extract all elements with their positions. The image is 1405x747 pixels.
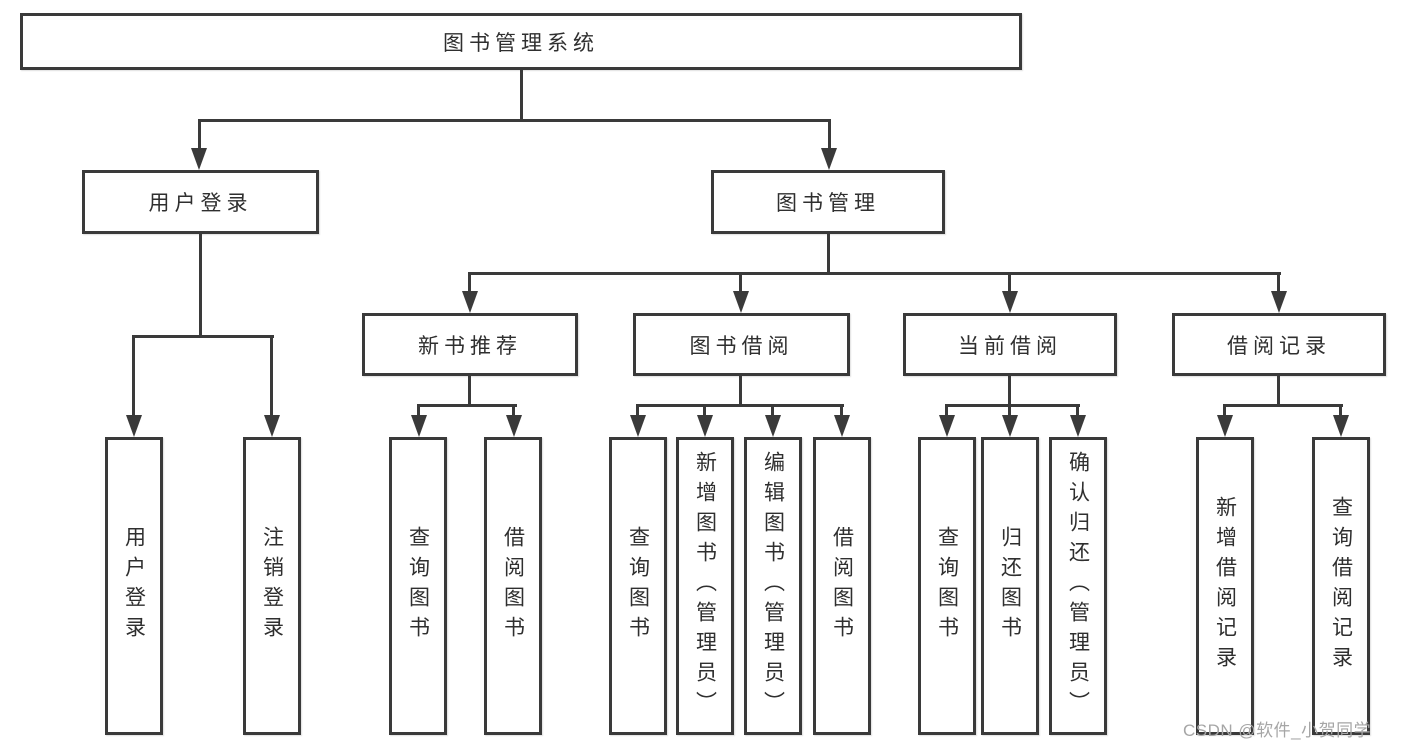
node-new-book-recommend: 新书推荐	[362, 313, 578, 376]
connector-stem	[1277, 376, 1280, 407]
leaf-borrow-books-recommend: 借阅图书	[484, 437, 542, 735]
arrowhead-icon	[1002, 415, 1018, 437]
leaf-query-books-recommend: 查询图书	[389, 437, 447, 735]
connector-branch	[636, 404, 844, 407]
arrowhead-icon	[126, 415, 142, 437]
leaf-add-books-admin: 新增图书（管理员）	[676, 437, 734, 735]
connector-stem	[1223, 404, 1226, 417]
arrowhead-icon	[191, 148, 207, 170]
node-user-login: 用户登录	[82, 170, 319, 234]
arrowhead-icon	[834, 415, 850, 437]
connector-stem	[468, 272, 471, 293]
arrowhead-icon	[765, 415, 781, 437]
connector-stem	[512, 404, 515, 417]
connector-stem	[827, 234, 830, 275]
arrowhead-icon	[697, 415, 713, 437]
leaf-label: 确认归还（管理员）	[1066, 451, 1090, 721]
arrowhead-icon	[411, 415, 427, 437]
leaf-label: 编辑图书（管理员）	[761, 451, 785, 721]
connector-stem	[840, 404, 843, 417]
node-label: 新书推荐	[418, 334, 522, 358]
node-label: 图书管理	[776, 192, 880, 215]
connector-stem	[1008, 376, 1011, 407]
node-label: 借阅记录	[1227, 334, 1331, 358]
connector-branch	[468, 272, 1281, 275]
connector-stem	[270, 335, 273, 417]
connector-branch	[132, 335, 274, 338]
connector-stem	[1008, 404, 1011, 417]
leaf-confirm-return-admin: 确认归还（管理员）	[1049, 437, 1107, 735]
node-book-borrowing: 图书借阅	[633, 313, 850, 376]
connector-stem	[198, 119, 201, 150]
arrowhead-icon	[939, 415, 955, 437]
leaf-label: 查询图书	[935, 526, 959, 646]
leaf-return-books: 归还图书	[981, 437, 1039, 735]
csdn-watermark: CSDN @软件_小贺同学	[1183, 721, 1372, 740]
arrowhead-icon	[1002, 291, 1018, 313]
arrowhead-icon	[1217, 415, 1233, 437]
leaf-user-login: 用户登录	[105, 437, 163, 735]
connector-stem	[1277, 272, 1280, 293]
connector-stem	[468, 376, 471, 407]
leaf-query-borrow-record: 查询借阅记录	[1312, 437, 1370, 735]
leaf-edit-books-admin: 编辑图书（管理员）	[744, 437, 802, 735]
node-root-system: 图书管理系统	[20, 13, 1022, 70]
node-book-management: 图书管理	[711, 170, 945, 234]
arrowhead-icon	[821, 148, 837, 170]
connector-branch	[198, 119, 831, 122]
connector-stem	[703, 404, 706, 417]
connector-branch	[945, 404, 1080, 407]
leaf-label: 查询图书	[406, 526, 430, 646]
connector-stem	[828, 119, 831, 150]
node-borrowing-records: 借阅记录	[1172, 313, 1386, 376]
arrowhead-icon	[1070, 415, 1086, 437]
leaf-label: 借阅图书	[830, 526, 854, 646]
arrowhead-icon	[506, 415, 522, 437]
connector-stem	[199, 234, 202, 337]
leaf-borrow-books: 借阅图书	[813, 437, 871, 735]
node-label: 图书借阅	[689, 334, 794, 358]
connector-stem	[636, 404, 639, 417]
connector-stem	[1008, 272, 1011, 293]
leaf-label: 用户登录	[122, 526, 146, 646]
connector-stem	[771, 404, 774, 417]
connector-stem	[132, 335, 135, 417]
leaf-label: 新增借阅记录	[1213, 496, 1237, 676]
connector-stem	[945, 404, 948, 417]
leaf-label: 查询图书	[626, 526, 650, 646]
connector-stem	[1076, 404, 1079, 417]
arrowhead-icon	[630, 415, 646, 437]
node-label: 图书管理系统	[443, 31, 599, 55]
connector-stem	[417, 404, 420, 417]
leaf-label: 归还图书	[998, 526, 1022, 646]
connector-branch	[1223, 404, 1343, 407]
connector-stem	[520, 69, 523, 122]
node-current-borrowing: 当前借阅	[903, 313, 1117, 376]
leaf-label: 查询借阅记录	[1329, 496, 1353, 676]
node-label: 当前借阅	[958, 334, 1062, 358]
leaf-query-books-current: 查询图书	[918, 437, 976, 735]
arrowhead-icon	[1271, 291, 1287, 313]
connector-branch	[417, 404, 517, 407]
leaf-label: 注销登录	[260, 526, 284, 646]
arrowhead-icon	[462, 291, 478, 313]
leaf-add-borrow-record: 新增借阅记录	[1196, 437, 1254, 735]
connector-stem	[739, 376, 742, 407]
leaf-label: 借阅图书	[501, 526, 525, 646]
leaf-query-books-borrow: 查询图书	[609, 437, 667, 735]
connector-stem	[739, 272, 742, 293]
arrowhead-icon	[733, 291, 749, 313]
arrowhead-icon	[264, 415, 280, 437]
arrowhead-icon	[1333, 415, 1349, 437]
connector-stem	[1339, 404, 1342, 417]
leaf-label: 新增图书（管理员）	[693, 451, 717, 721]
leaf-logout: 注销登录	[243, 437, 301, 735]
node-label: 用户登录	[148, 192, 253, 215]
